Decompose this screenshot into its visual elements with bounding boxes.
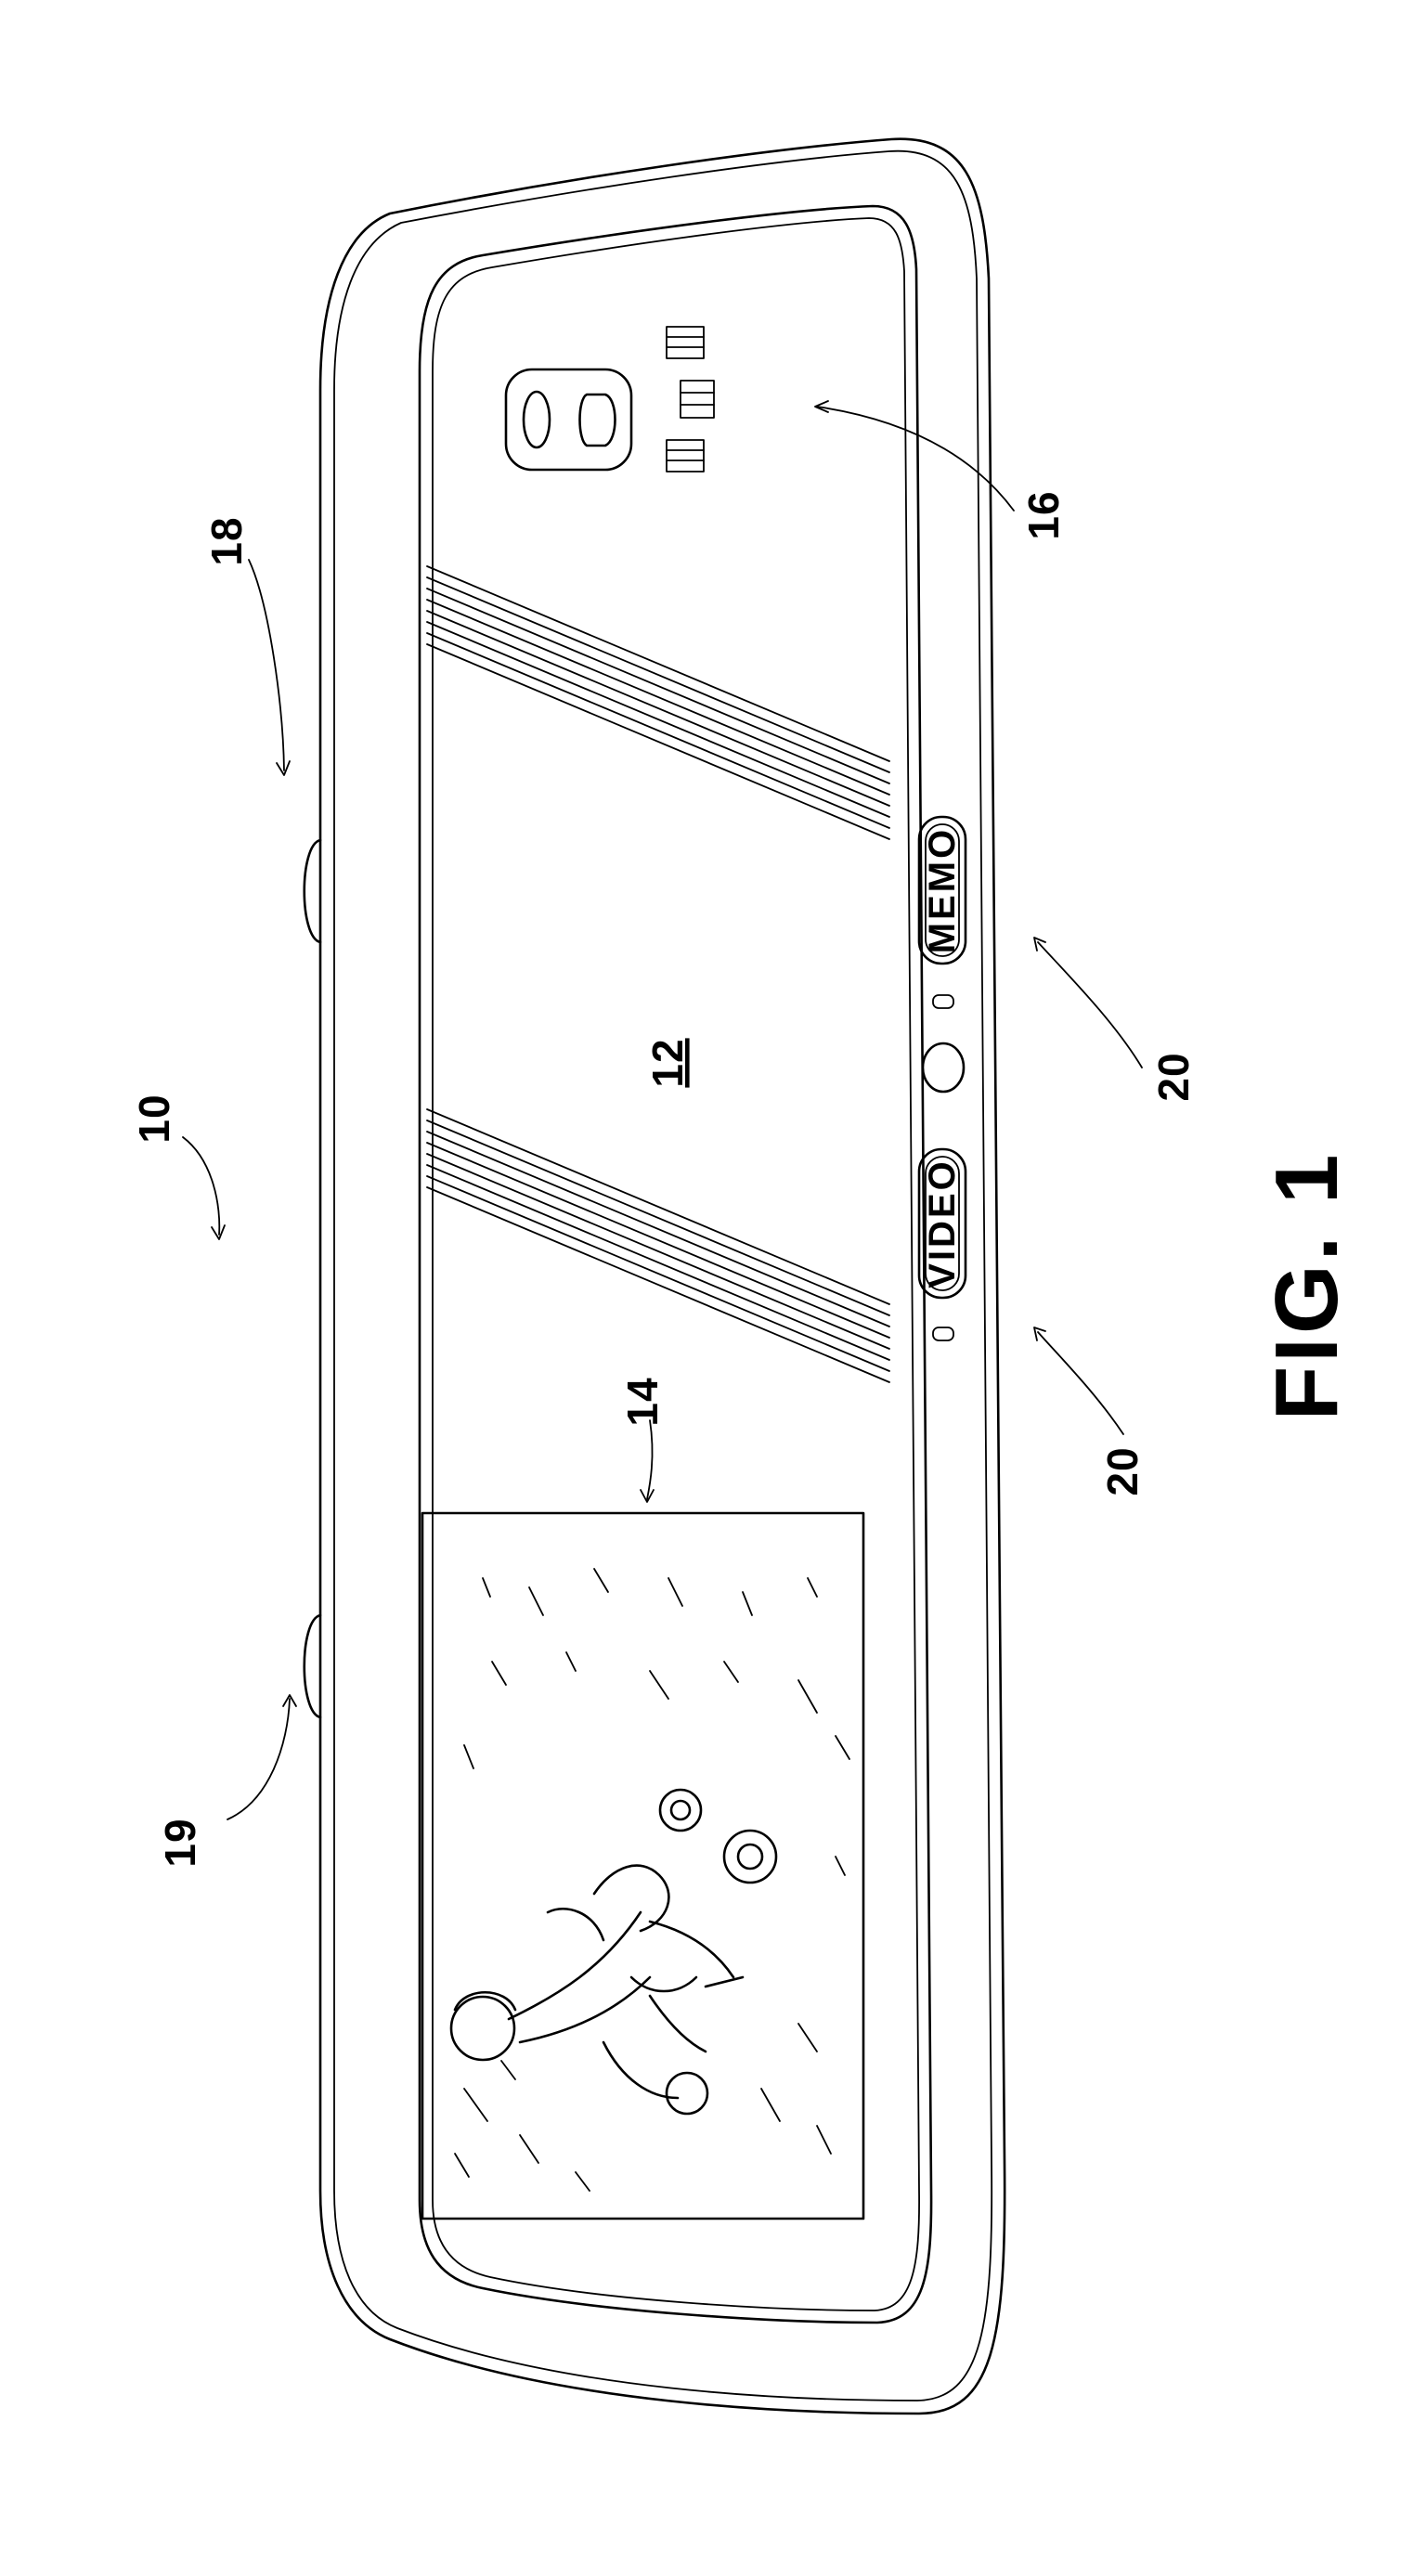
leader-lines (183, 401, 1142, 1819)
control-buttons: MEMO VIDEO (919, 817, 966, 1340)
label-12: 12 (643, 1038, 692, 1087)
indicator-led-bars-bottom (667, 440, 704, 472)
mount-bump-lower (305, 1615, 320, 1717)
label-10: 10 (130, 1094, 178, 1143)
mirror-glass (420, 206, 931, 2323)
label-14: 14 (618, 1377, 667, 1426)
reflection-hatch-lower (427, 1109, 889, 1382)
reference-labels: 18 10 19 12 14 16 20 20 (130, 490, 1198, 1867)
memo-indicator (933, 995, 953, 1008)
video-button-label: VIDEO (922, 1159, 963, 1288)
label-20-lower: 20 (1098, 1446, 1147, 1495)
label-20-upper: 20 (1149, 1052, 1198, 1101)
figure-caption: FIG. 1 (1257, 1151, 1356, 1421)
video-display (422, 1513, 863, 2219)
label-16: 16 (1019, 490, 1068, 539)
indicator-led-bars-middle (681, 381, 714, 418)
label-18: 18 (202, 516, 251, 565)
sensor-module (506, 327, 714, 472)
motorcyclist-image (451, 1790, 776, 2114)
video-indicator (933, 1327, 953, 1340)
label-19: 19 (156, 1818, 204, 1867)
center-round-button[interactable] (923, 1043, 964, 1092)
reflection-hatch-upper (427, 566, 889, 839)
memo-button-label: MEMO (922, 827, 963, 953)
display-texture (455, 1569, 849, 2191)
indicator-led-bars-top (667, 327, 704, 358)
mount-bump-upper (305, 840, 320, 942)
video-button[interactable]: VIDEO (919, 1149, 966, 1298)
memo-button[interactable]: MEMO (919, 817, 966, 964)
